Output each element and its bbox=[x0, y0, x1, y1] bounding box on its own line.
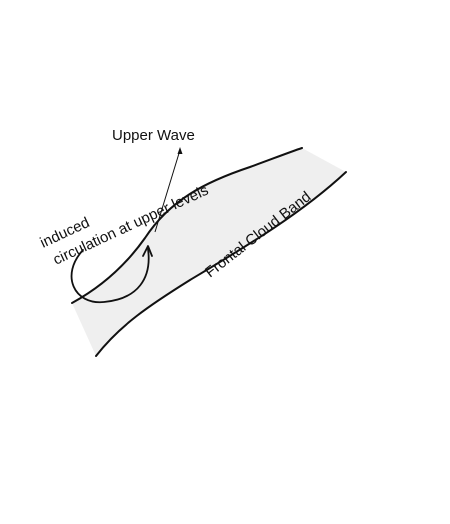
circulation-arrowhead bbox=[142, 245, 153, 257]
upper-wave-label: Upper Wave bbox=[112, 127, 195, 144]
upper-wave-pointer-arrowhead bbox=[177, 147, 183, 154]
band-lower-boundary bbox=[95, 171, 347, 357]
induced-circulation-arrow bbox=[70, 248, 150, 303]
cloud-band-fill bbox=[72, 148, 346, 356]
upper-wave-pointer-line bbox=[154, 149, 181, 233]
band-upper-boundary bbox=[71, 147, 303, 304]
